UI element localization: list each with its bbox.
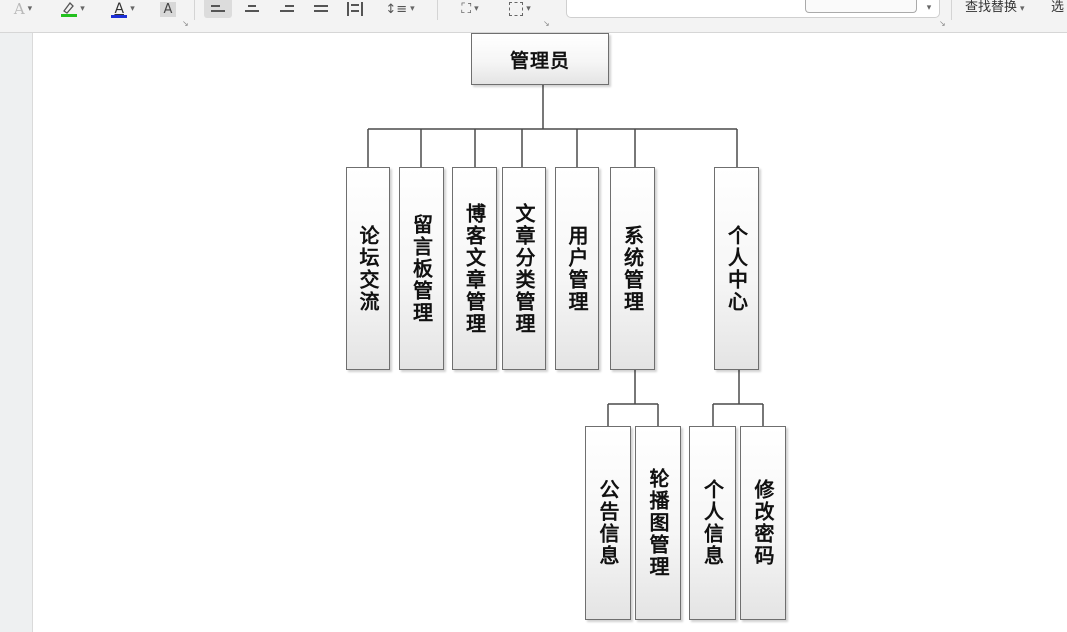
font-color-letter: A (114, 0, 125, 17)
node-personal-center: 个人中心 (714, 167, 759, 370)
chevron-down-icon: ▾ (474, 4, 479, 14)
paragraph-dialog-launcher-icon[interactable]: ↘ (543, 19, 550, 28)
font-color-icon: A (111, 0, 128, 18)
node-forum: 论坛交流 (346, 167, 390, 370)
node-message-board: 留言板管理 (399, 167, 444, 370)
border-icon (509, 2, 524, 16)
node-system-management: 系统管理 (610, 167, 655, 370)
font-color-button[interactable]: A ▾ (105, 0, 141, 18)
chevron-down-icon: ▾ (410, 4, 415, 14)
node-carousel: 轮播图管理 (635, 426, 681, 620)
ribbon-separator (437, 0, 438, 20)
styles-dialog-launcher-icon[interactable]: ↘ (939, 19, 946, 28)
node-label: 文章分类管理 (512, 202, 536, 335)
ribbon-separator (194, 0, 195, 20)
select-button[interactable]: 选 (1051, 0, 1064, 15)
char-shading-button[interactable]: A (157, 0, 179, 18)
align-left-icon (211, 3, 225, 15)
node-label: 留言板管理 (409, 213, 434, 324)
chevron-down-icon: ▾ (526, 4, 531, 14)
node-label: 博客文章管理 (462, 202, 487, 335)
node-label: 论坛交流 (356, 224, 380, 313)
ribbon-toolbar: A ▾ ▾ A ▾ A ↘ (0, 0, 1067, 33)
find-replace-label: 查找替换 (965, 0, 1018, 15)
node-label: 修改密码 (751, 479, 775, 567)
line-spacing-icon: ↕≡ (385, 1, 408, 17)
highlighter-icon (61, 1, 78, 17)
distributed-button[interactable] (343, 0, 367, 18)
chevron-down-icon: ▾ (130, 4, 135, 14)
borders-button[interactable]: ▾ (500, 0, 540, 18)
align-left-button[interactable] (204, 0, 232, 18)
distributed-icon (347, 2, 363, 16)
find-replace-button[interactable]: 查找替换▾ (965, 0, 1025, 15)
font-dialog-launcher-icon[interactable]: ↘ (182, 19, 189, 28)
justify-icon (314, 3, 328, 15)
shading-button[interactable]: ⛶ ▾ (450, 0, 490, 18)
node-blog-articles: 博客文章管理 (452, 167, 497, 370)
paint-bucket-icon: ⛶ (461, 1, 472, 17)
align-right-icon (280, 3, 294, 15)
chevron-down-icon: ▾ (80, 4, 85, 14)
chevron-down-icon: ▾ (27, 4, 33, 14)
text-effect-button[interactable]: A ▾ (6, 0, 40, 18)
chevron-down-icon: ▾ (1020, 4, 1025, 14)
node-label: 公告信息 (596, 479, 620, 567)
align-right-button[interactable] (275, 0, 299, 18)
document-page[interactable] (33, 33, 1067, 632)
node-user-management: 用户管理 (555, 167, 599, 370)
align-center-button[interactable] (240, 0, 264, 18)
node-label: 用户管理 (565, 224, 589, 313)
highlight-color-button[interactable]: ▾ (55, 0, 91, 18)
node-label: 个人中心 (724, 224, 749, 313)
node-article-category: 文章分类管理 (502, 167, 546, 370)
align-center-icon (245, 3, 259, 15)
line-spacing-button[interactable]: ↕≡ ▾ (380, 0, 420, 18)
gallery-more-icon[interactable]: ▾ (926, 2, 932, 13)
node-label: 系统管理 (620, 224, 645, 313)
select-label: 选 (1051, 0, 1065, 15)
node-change-password: 修改密码 (740, 426, 786, 620)
justify-button[interactable] (309, 0, 333, 18)
text-effect-icon: A (13, 0, 25, 18)
node-announcement: 公告信息 (585, 426, 631, 620)
node-personal-info: 个人信息 (689, 426, 736, 620)
char-shading-icon: A (159, 1, 177, 17)
node-label: 轮播图管理 (646, 468, 670, 578)
node-label: 个人信息 (700, 479, 725, 567)
node-root-admin: 管理员 (471, 33, 609, 85)
node-label: 管理员 (509, 49, 570, 72)
style-preview-item[interactable] (805, 0, 917, 13)
ribbon-separator (951, 0, 952, 20)
left-gutter (0, 33, 33, 632)
